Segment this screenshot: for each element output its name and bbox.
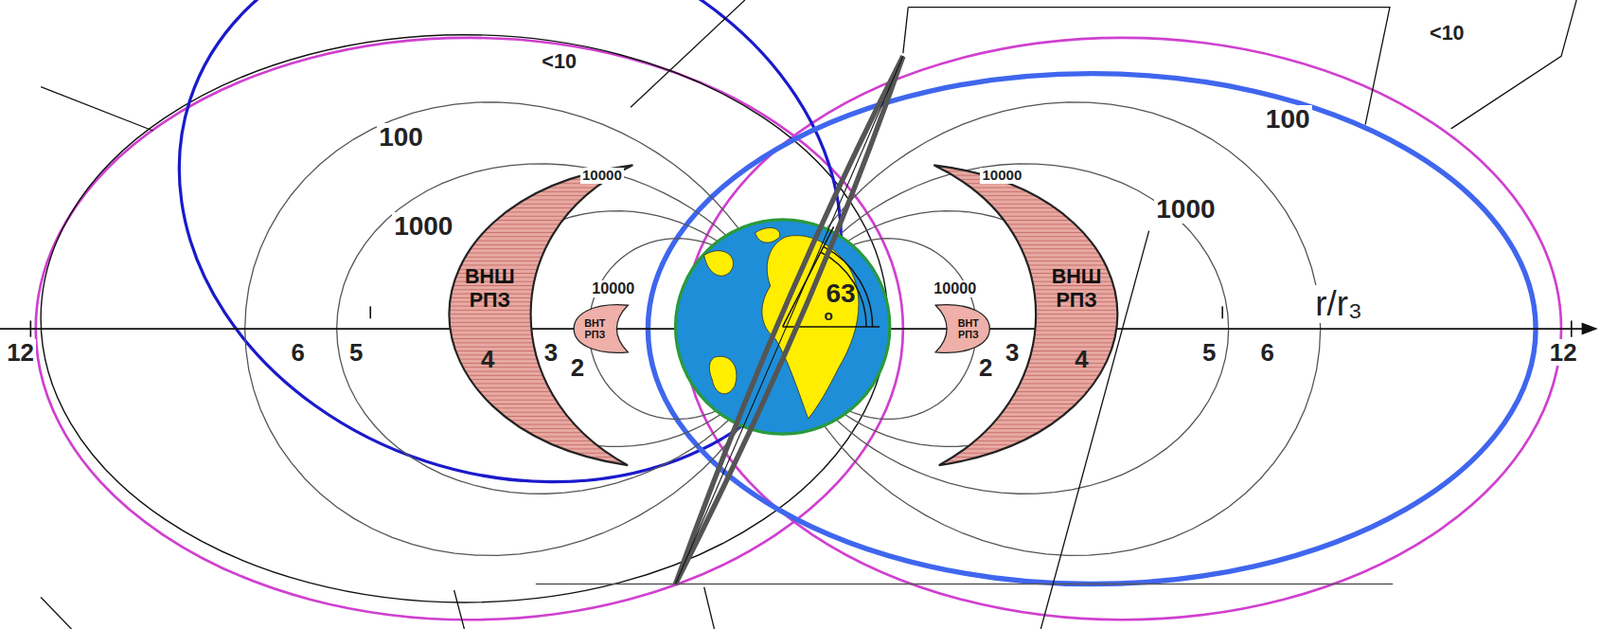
axis-tick-label: 5 xyxy=(1200,338,1218,366)
orbit-line xyxy=(675,55,904,584)
inner-belt: ВНТ РПЗ xyxy=(932,302,993,356)
axis-tick-label: 12 xyxy=(1547,338,1580,366)
axis-tick-label: 6 xyxy=(289,338,307,366)
outer-belt: ВНШ РПЗ xyxy=(928,160,1123,469)
leader-lines xyxy=(40,0,1577,629)
belt-outline xyxy=(935,304,990,354)
inclined-orbit xyxy=(675,55,904,584)
belt-shape xyxy=(928,160,1123,469)
axis-name: r/r₃ xyxy=(1313,284,1364,323)
axis-tick-label: 3 xyxy=(1003,338,1021,366)
axis-tick-label: 5 xyxy=(347,338,365,366)
belt-label: ВНШ РПЗ xyxy=(454,265,526,313)
earth xyxy=(675,219,890,434)
inner-belt: ВНТ РПЗ xyxy=(571,302,632,356)
belt-label: ВНТ РПЗ xyxy=(949,317,987,341)
flux-label: 10000 xyxy=(589,280,637,298)
axis-tick-label: 6 xyxy=(1258,338,1276,366)
axis-arrowhead xyxy=(1582,322,1599,336)
axis-tick-label: 3 xyxy=(542,338,560,366)
flux-label: 10000 xyxy=(580,167,624,184)
belt-outline xyxy=(573,304,628,354)
belt-label: ВНТ РПЗ xyxy=(576,317,614,341)
value-label: <10 xyxy=(1427,21,1467,45)
flux-label: 1000 xyxy=(391,212,455,242)
flux-label: 100 xyxy=(1263,105,1313,135)
flux-label: 10000 xyxy=(979,167,1024,184)
belt-outline xyxy=(448,165,633,466)
base-line xyxy=(535,583,1393,586)
value-label: <10 xyxy=(539,50,579,73)
degree-mark: о xyxy=(824,307,834,324)
flux-label: 100 xyxy=(376,123,426,153)
axis-tick-label: 4 xyxy=(480,345,495,373)
axis-tick-label: 2 xyxy=(568,354,587,381)
flux-label: 1000 xyxy=(1154,195,1217,225)
belt-outline xyxy=(933,165,1118,466)
axis-tick-label: 4 xyxy=(1074,345,1088,373)
axis-tick-label: 12 xyxy=(4,338,36,366)
flux-label: 10000 xyxy=(931,280,978,298)
belt-label: ВНШ РПЗ xyxy=(1040,265,1112,313)
axis-tick-label: 2 xyxy=(977,354,995,381)
angle-label: 63 xyxy=(826,279,856,309)
